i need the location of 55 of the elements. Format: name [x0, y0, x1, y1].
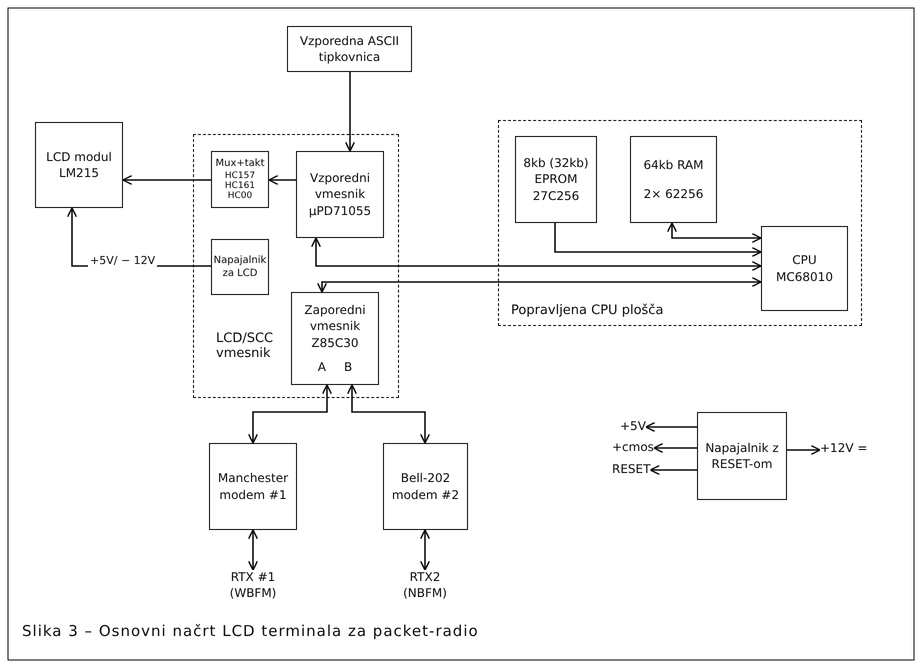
arrow [554, 223, 762, 258]
box-label: Napajalnik za LCD [214, 254, 266, 280]
block-box [515, 136, 597, 223]
box-label: 8kb (32kb) EPROM 27C256 [522, 155, 590, 204]
block-box [761, 226, 848, 311]
block-box [383, 443, 468, 530]
block-box [209, 443, 297, 530]
block-box [630, 136, 717, 223]
edge-label: +5V/ − 12V [88, 254, 158, 267]
box-label: Vzporedni vmesnik µPD71055 [308, 170, 372, 219]
block-box [211, 151, 269, 208]
arrow [653, 442, 697, 454]
arrow [346, 384, 430, 444]
signal-label: +5V [620, 419, 646, 435]
box-label: Mux+takt [215, 157, 265, 171]
arrow [316, 276, 762, 293]
arrow [310, 237, 762, 272]
box-label: Napajalnik z RESET-om [704, 440, 780, 472]
arrow [420, 529, 430, 571]
block-box [35, 122, 123, 208]
signal-label: RTX #1 (WBFM) [218, 570, 288, 602]
arrow [248, 384, 332, 444]
block-box [697, 412, 787, 500]
arrow [248, 529, 258, 571]
signal-label: +12V = [820, 441, 868, 457]
signal-label: RTX2 (NBFM) [390, 570, 460, 602]
block-box [296, 151, 384, 238]
box-label: 64kb RAM [643, 157, 704, 174]
arrow [650, 464, 697, 476]
arrow [344, 72, 356, 152]
box-label: Zaporedni vmesnik Z85C30 [303, 302, 367, 351]
arrow [268, 174, 296, 186]
dashed-group [193, 134, 399, 398]
box-label: Bell-202 modem #2 [390, 470, 460, 503]
signal-label: +cmos [612, 440, 654, 456]
box-label: 2× 62256 [644, 186, 704, 202]
signal-label: RESET [612, 462, 650, 478]
box-label: HC157 HC161 HC00 [224, 170, 256, 202]
box-label: LCD modul LM215 [45, 148, 113, 182]
arrow [645, 422, 697, 432]
block-box [291, 292, 379, 385]
box-label: Manchester modem #1 [216, 470, 290, 503]
block-box [287, 26, 412, 72]
box-label: A [318, 358, 326, 375]
block-box [211, 239, 269, 295]
figure-caption: Slika 3 – Osnovni načrt LCD terminala za packet-radio [22, 622, 479, 640]
box-label: B [344, 358, 352, 375]
box-label: CPU MC68010 [775, 252, 834, 285]
arrow [122, 174, 211, 186]
arrow [666, 222, 762, 244]
arrow [787, 444, 821, 456]
group-label: LCD/SCC vmesnik [216, 331, 274, 361]
group-label: Popravljena CPU plošča [511, 303, 664, 318]
box-label: Vzporedna ASCII tipkovnica [298, 32, 400, 66]
dashed-group [498, 120, 862, 326]
